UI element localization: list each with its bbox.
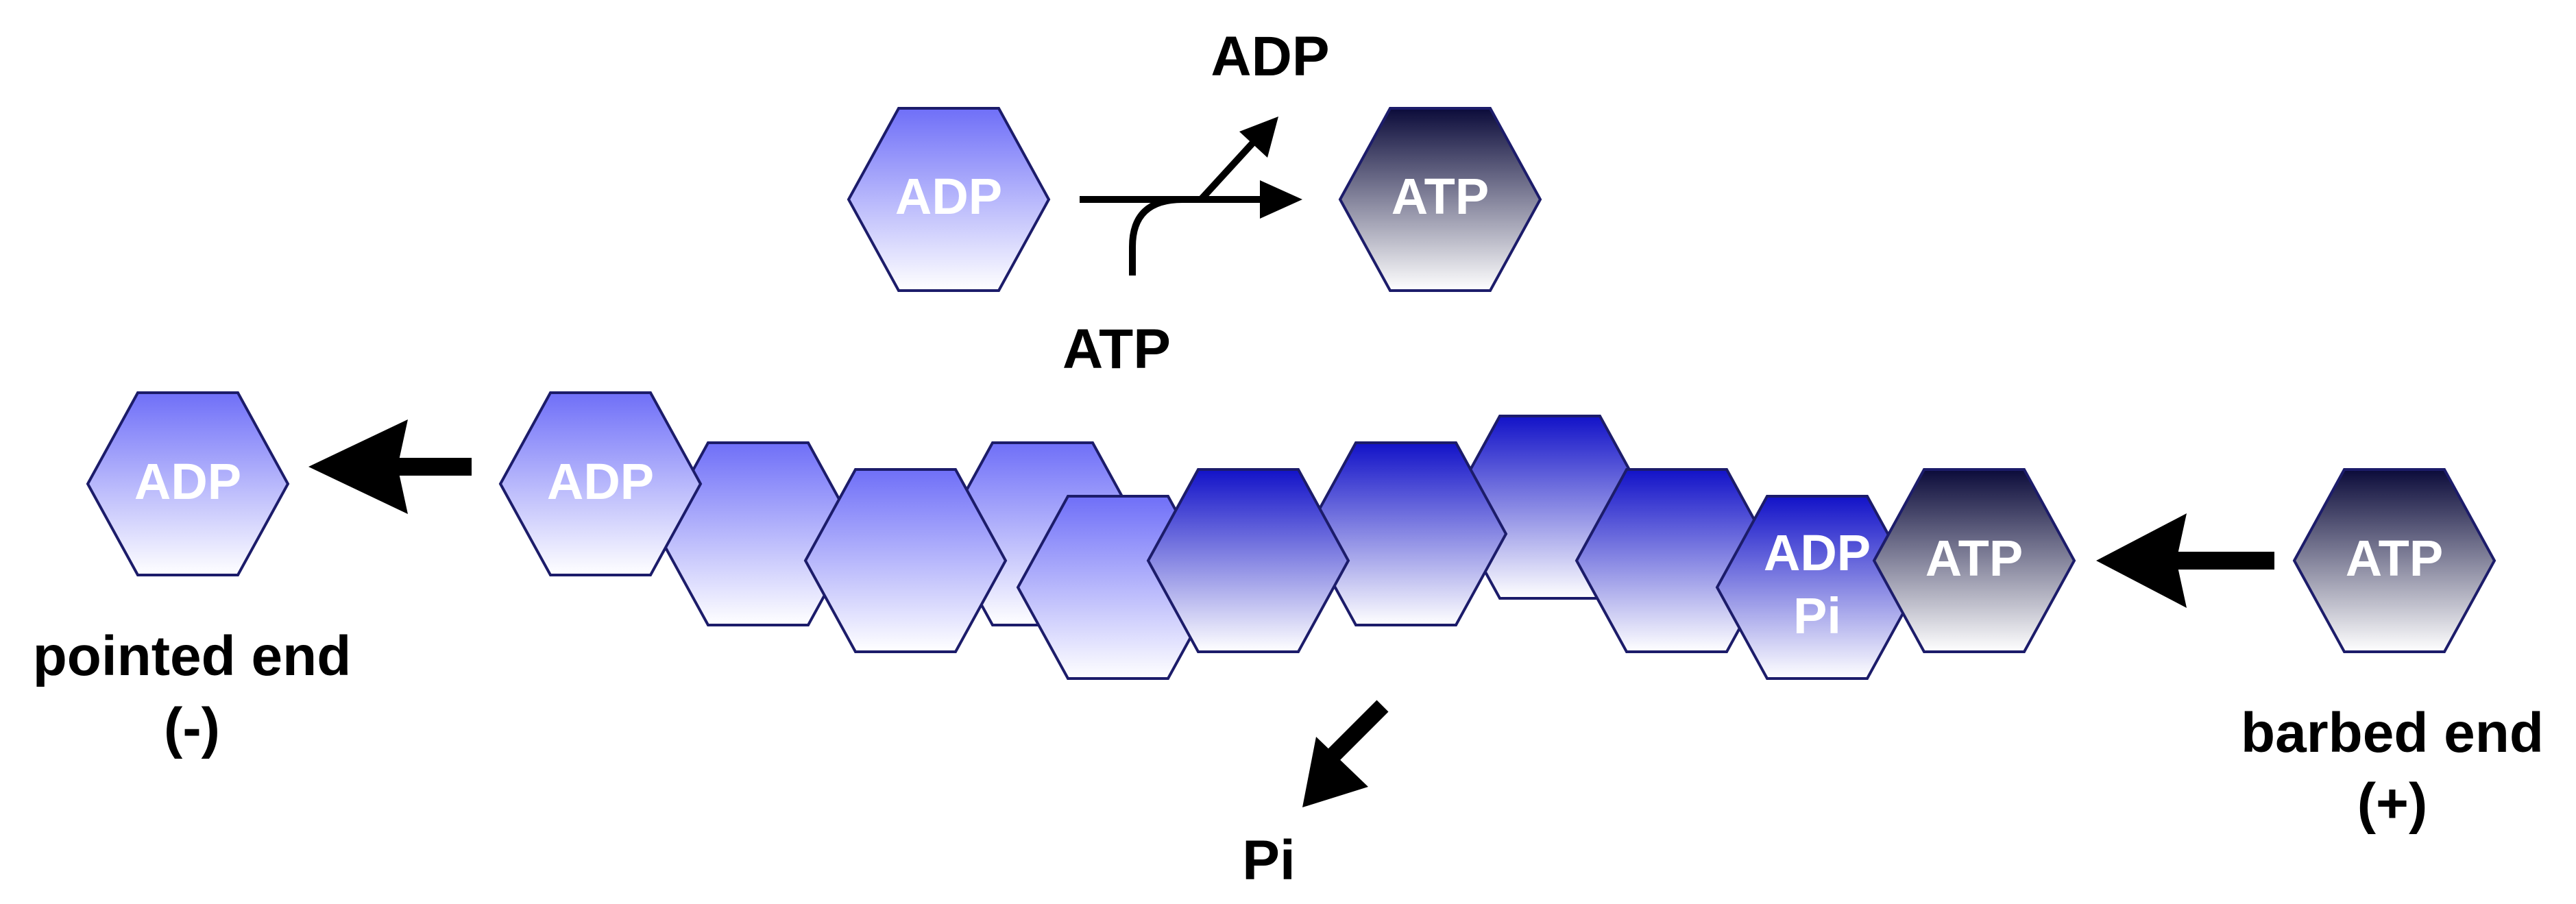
exchange-released-adp-text: ADP <box>1211 25 1329 88</box>
barbed-free-atp-hexagon <box>2292 468 2496 653</box>
depolymerization-arrow-shaft <box>398 458 472 476</box>
actin-filament <box>498 391 2076 680</box>
filament-adp-pi-label-top: ADP <box>1764 524 1871 581</box>
exchange-atp-hexagon <box>1338 107 1542 292</box>
filament-subunit-adp <box>803 468 1008 653</box>
exchange-arrows <box>1080 131 1272 276</box>
pointed-free-adp-hexagon <box>86 391 290 576</box>
exchange-atp-monomer: ATP <box>1338 107 1542 292</box>
filament-subunit-adp <box>1146 468 1350 653</box>
exchange-atp-label: ATP <box>1392 168 1490 225</box>
phosphate-release-arrow-head <box>1302 737 1368 807</box>
filament-subunit-adp <box>1304 441 1508 626</box>
exchange-adp-monomer: ADP <box>847 107 1051 292</box>
filament-subunit-atp <box>1872 468 2076 653</box>
barbed-free-atp-label: ATP <box>2346 530 2444 587</box>
polymerization-arrow <box>2096 513 2274 608</box>
pointed-end-sign: (-) <box>164 697 220 759</box>
filament-adp-pi-label-bottom: Pi <box>1793 587 1841 644</box>
depolymerization-arrow <box>308 419 472 514</box>
exchange-released-adp-shaft <box>1198 131 1264 202</box>
polymerization-arrow-shaft <box>2173 552 2274 570</box>
barbed-end-free-monomer: ATP <box>2292 468 2496 653</box>
pointed-end-free-monomer: ADP <box>86 391 290 576</box>
phosphate-release-arrow-shaft <box>1322 700 1389 767</box>
filament-atp-label: ATP <box>1925 530 2024 587</box>
barbed-end-sign: (+) <box>2357 772 2428 835</box>
pointed-end-caption: pointed end <box>33 625 352 687</box>
pointed-free-adp-label: ADP <box>134 453 241 510</box>
depolymerization-arrow-head <box>308 419 408 514</box>
exchange-main-arrow-head <box>1260 180 1302 219</box>
released-phosphate-text: Pi <box>1242 829 1295 892</box>
exchange-incoming-atp-curve <box>1129 196 1183 276</box>
barbed-end-caption: barbed end <box>2241 702 2544 764</box>
phosphate-release-arrow <box>1302 700 1389 807</box>
exchange-incoming-atp-text: ATP <box>1062 318 1171 380</box>
exchange-adp-hexagon <box>847 107 1051 292</box>
polymerization-arrow-head <box>2096 513 2187 608</box>
exchange-released-arrow-head <box>1239 117 1278 158</box>
filament-adp-label: ADP <box>547 453 654 510</box>
exchange-adp-label: ADP <box>895 168 1002 225</box>
filament-subunit-adp <box>498 391 703 576</box>
